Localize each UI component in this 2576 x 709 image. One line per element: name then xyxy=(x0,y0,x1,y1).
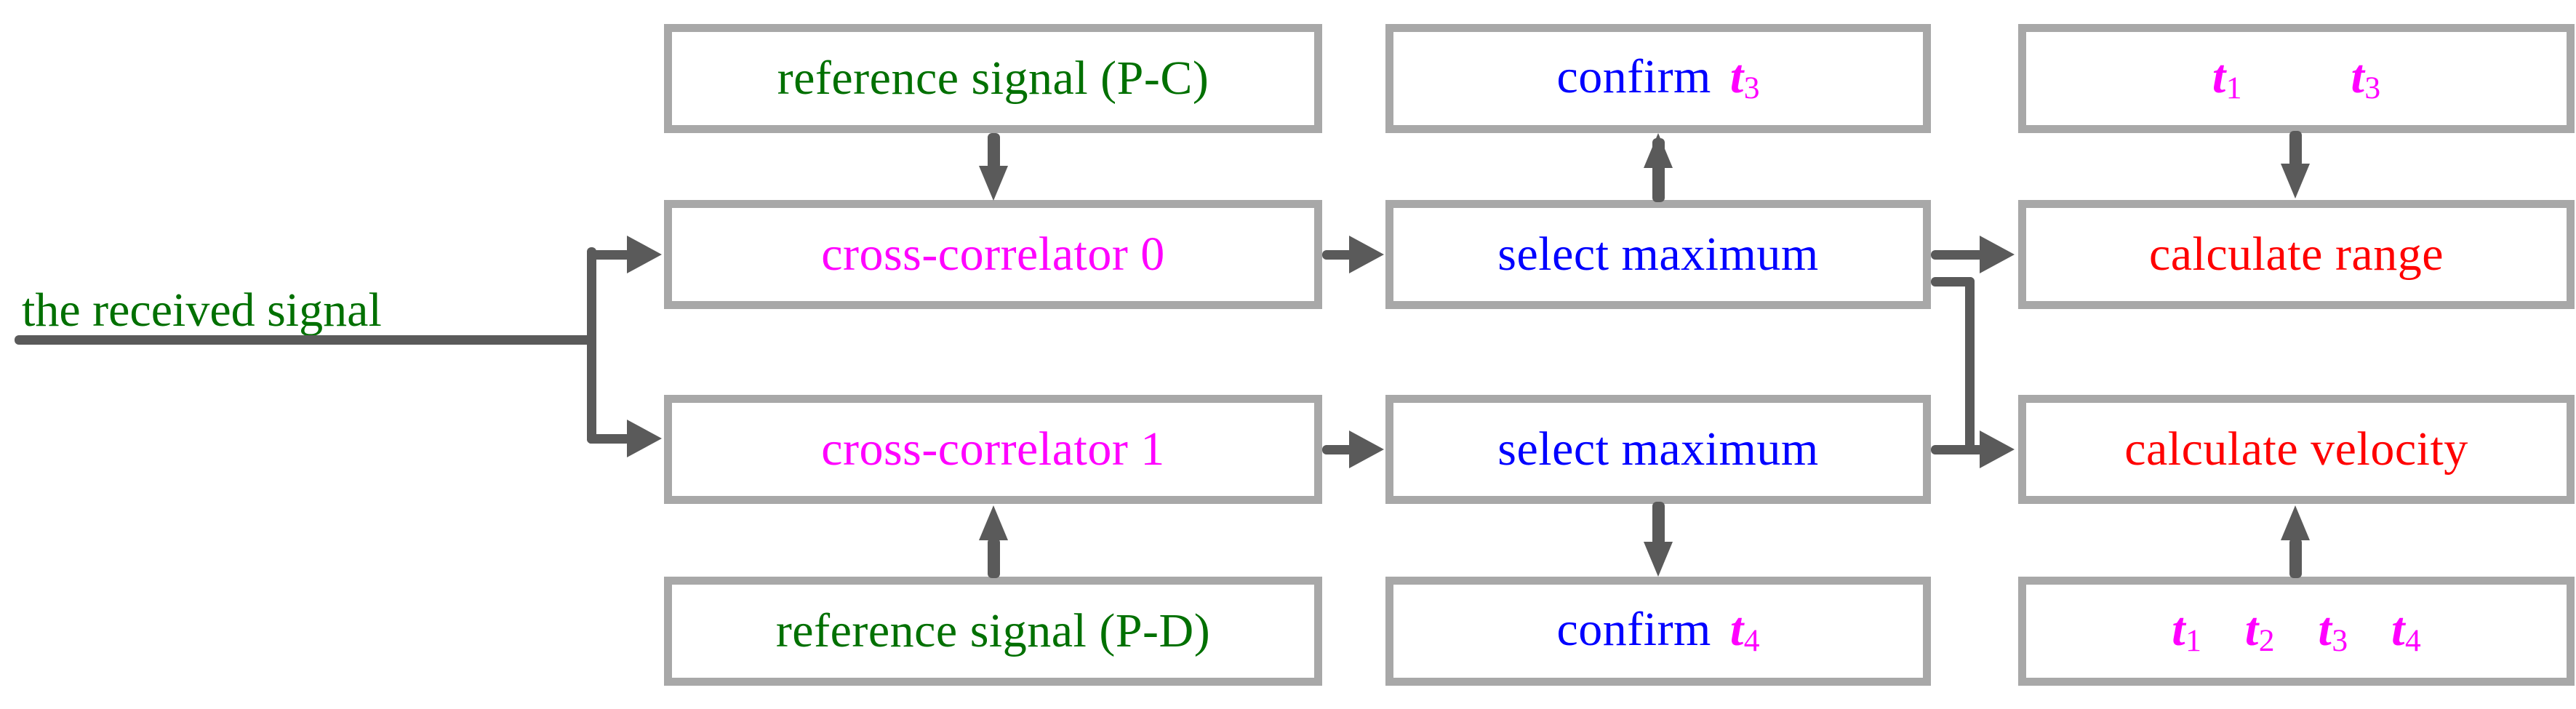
t2-subscript: 2 xyxy=(2258,622,2275,658)
arrowhead-ref-pd-to-correlator-1 xyxy=(979,505,1008,540)
time-variable-t1: t1 xyxy=(2172,603,2201,656)
node-label-confirm-t3: confirm t3 xyxy=(1556,49,1760,104)
wire-source-trunk-vertical xyxy=(587,247,596,444)
node-label-cross-correlator-1: cross-correlator 1 xyxy=(821,422,1165,476)
confirm-t3-word: confirm xyxy=(1556,49,1711,103)
arrowhead-correlator-1-to-select-max-bottom xyxy=(1349,430,1384,468)
node-label-calculate-range: calculate range xyxy=(2148,228,2444,281)
wire-ref-pd-to-correlator-1 xyxy=(988,538,1000,578)
t-letter: t xyxy=(1729,602,1744,656)
t3-subscript: 3 xyxy=(2332,622,2348,658)
time-variable-t1: t1 xyxy=(2212,50,2242,103)
t3-subscript: 3 xyxy=(1743,70,1760,105)
node-label-reference-signal-pc: reference signal (P-C) xyxy=(777,52,1209,105)
node-label-calculate-velocity: calculate velocity xyxy=(2124,422,2468,476)
node-label-select-maximum-top: select maximum xyxy=(1497,228,1819,281)
node-label-cross-correlator-0: cross-correlator 0 xyxy=(821,228,1165,281)
arrowhead-time-inputs-to-calculate-range xyxy=(2281,164,2310,199)
node-label-select-maximum-bottom: select maximum xyxy=(1497,422,1819,476)
wire-time-inputs-to-calculate-range xyxy=(2289,131,2302,167)
source-label-received-signal: the received signal xyxy=(22,284,382,337)
time-variable-t2: t2 xyxy=(2245,603,2275,656)
wire-source-to-correlator-1 xyxy=(587,434,631,444)
arrowhead-select-max-bottom-to-calculate-velocity xyxy=(1980,430,2015,468)
wire-select-max-top-to-calculate-range xyxy=(1931,250,1983,260)
t-letter: t xyxy=(2212,49,2226,103)
t3-subscript: 3 xyxy=(2364,70,2381,105)
t-letter: t xyxy=(2391,602,2405,656)
t-letter: t xyxy=(2351,49,2365,103)
wire-correlator-0-to-select-max-top xyxy=(1322,250,1353,260)
arrowhead-select-max-top-to-confirm-t3 xyxy=(1644,133,1673,168)
t-letter: t xyxy=(2172,602,2186,656)
wire-select-max-top-crosslink-vertical xyxy=(1965,277,1975,450)
node-label-confirm-t4: confirm t4 xyxy=(1556,602,1760,657)
time-variable-t3: t3 xyxy=(2319,603,2348,656)
node-reference-signal-pd[interactable]: reference signal (P-D) xyxy=(664,577,1322,686)
wire-source-to-correlator-0 xyxy=(587,250,631,260)
t1-subscript: 1 xyxy=(2225,70,2242,105)
t1-subscript: 1 xyxy=(2185,622,2201,658)
time-variable-t4: t4 xyxy=(1730,603,1760,656)
node-cross-correlator-0[interactable]: cross-correlator 0 xyxy=(664,200,1322,309)
wire-time-inputs-to-calculate-velocity xyxy=(2289,538,2302,578)
wire-select-max-bottom-to-confirm-t4 xyxy=(1652,502,1665,545)
node-calculate-range[interactable]: calculate range xyxy=(2018,200,2575,309)
wire-select-max-top-crosslink-stub xyxy=(1931,277,1975,287)
node-confirm-t4[interactable]: confirm t4 xyxy=(1385,577,1931,686)
arrowhead-source-to-correlator-0 xyxy=(627,236,662,273)
t4-subscript: 4 xyxy=(1743,622,1760,658)
arrowhead-correlator-0-to-select-max-top xyxy=(1349,236,1384,273)
arrowhead-select-max-bottom-to-confirm-t4 xyxy=(1644,542,1673,577)
arrowhead-time-inputs-to-calculate-velocity xyxy=(2281,505,2310,540)
node-label-reference-signal-pd: reference signal (P-D) xyxy=(775,604,1211,657)
arrowhead-ref-pc-to-correlator-0 xyxy=(979,166,1008,201)
wire-ref-pc-to-correlator-0 xyxy=(988,133,1000,169)
arrowhead-select-max-top-to-calculate-range xyxy=(1980,236,2015,273)
node-calculate-velocity[interactable]: calculate velocity xyxy=(2018,395,2575,504)
t4-subscript: 4 xyxy=(2404,622,2421,658)
t-letter: t xyxy=(1729,49,1744,103)
time-variable-t3: t3 xyxy=(1730,50,1760,103)
node-reference-signal-pc[interactable]: reference signal (P-C) xyxy=(664,24,1322,133)
wire-select-max-bottom-to-calculate-velocity xyxy=(1931,445,1983,454)
node-confirm-t3[interactable]: confirm t3 xyxy=(1385,24,1931,133)
arrowhead-source-to-correlator-1 xyxy=(627,420,662,457)
time-variable-t4: t4 xyxy=(2391,603,2421,656)
wire-source-trunk-horizontal xyxy=(15,335,596,345)
confirm-t4-word: confirm xyxy=(1556,602,1711,656)
t-letter: t xyxy=(2318,602,2332,656)
time-variable-t3: t3 xyxy=(2351,50,2381,103)
wire-correlator-1-to-select-max-bottom xyxy=(1322,445,1353,454)
node-select-maximum-bottom[interactable]: select maximum xyxy=(1385,395,1931,504)
node-cross-correlator-1[interactable]: cross-correlator 1 xyxy=(664,395,1322,504)
node-select-maximum-top[interactable]: select maximum xyxy=(1385,200,1931,309)
t-letter: t xyxy=(2244,602,2259,656)
